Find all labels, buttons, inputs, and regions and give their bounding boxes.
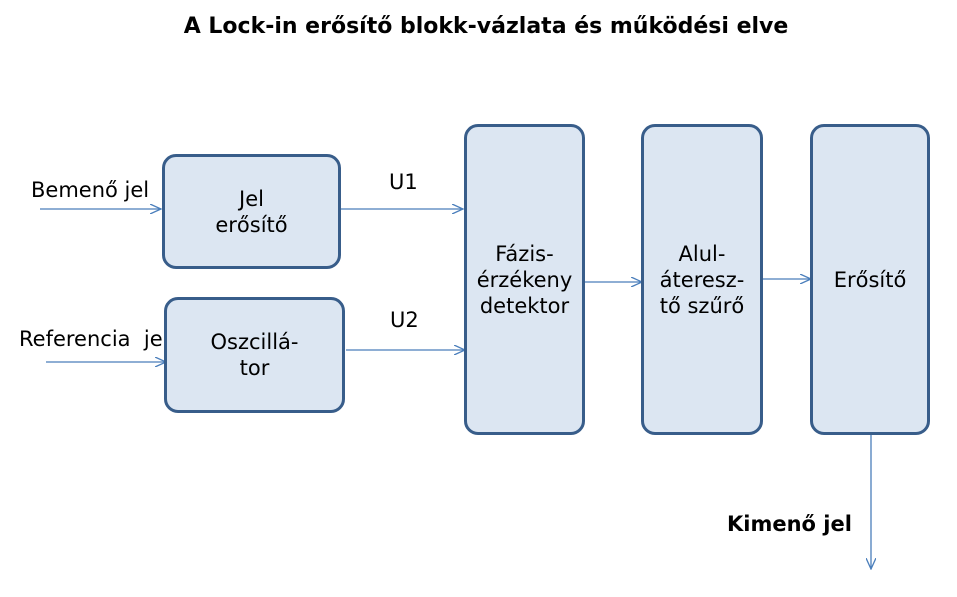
signal-amplifier-block: Jel erősítő (162, 154, 341, 269)
amplifier-line-1: Erősítő (833, 267, 907, 292)
diagram-title: A Lock-in erősítő blokk-vázlata és működ… (183, 14, 789, 39)
reference-signal-label: Referencia jel (19, 327, 169, 351)
oscillator-line-1: Oszcillá- (210, 330, 299, 354)
input-signal-label: Bemenő jel (31, 178, 150, 202)
lowpass-filter-line-1: Alul- (678, 241, 726, 266)
oscillator-block: Oszcillá- tor (164, 297, 345, 413)
phase-detector-line-2: érzékeny (476, 267, 573, 292)
u2-label: U2 (390, 308, 419, 332)
phase-sensitive-detector-block: Fázis- érzékeny detektor (464, 124, 585, 435)
output-signal-label: Kimenő jel (727, 512, 852, 536)
oscillator-line-2: tor (239, 356, 270, 380)
phase-detector-line-3: detektor (479, 293, 570, 318)
lowpass-filter-block: Alul- áteresz- tő szűrő (641, 124, 763, 435)
u1-label: U1 (389, 170, 418, 194)
amplifier-block: Erősítő (810, 124, 930, 435)
lowpass-filter-line-3: tő szűrő (659, 293, 745, 318)
signal-amplifier-line-1: Jel (239, 186, 264, 211)
signal-amplifier-line-2: erősítő (215, 212, 288, 237)
lowpass-filter-line-2: áteresz- (659, 267, 745, 292)
phase-detector-line-1: Fázis- (495, 241, 554, 266)
